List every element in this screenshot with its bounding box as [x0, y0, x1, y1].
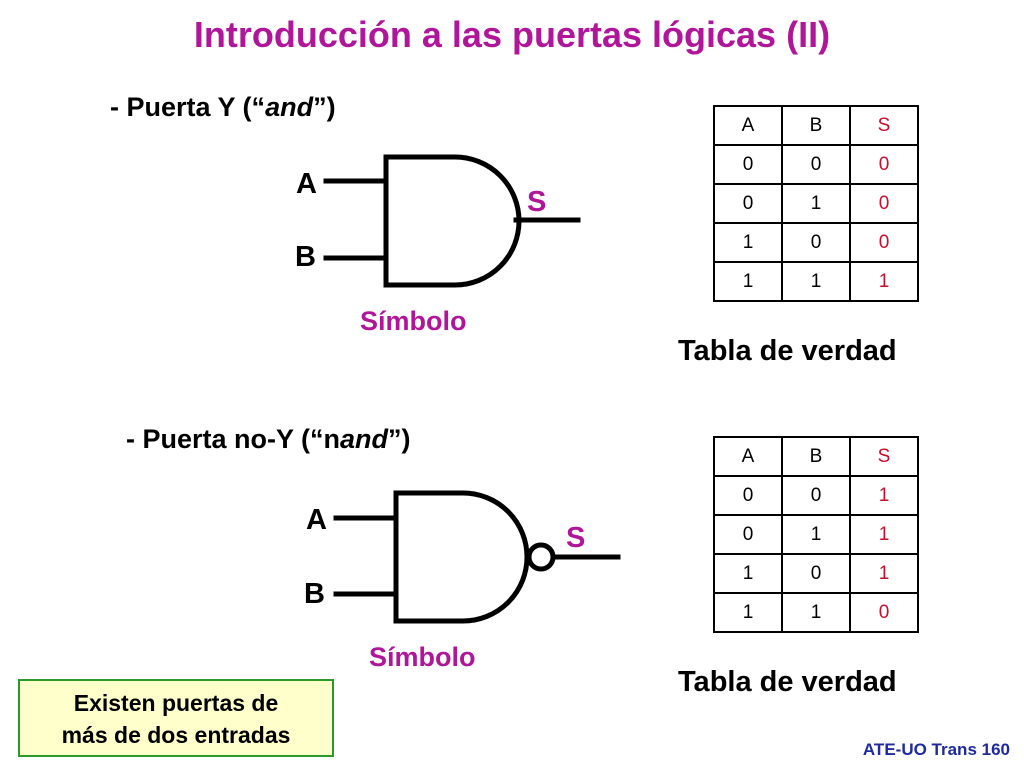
- nand-inverter-bubble: [526, 542, 556, 572]
- table-cell: 1: [713, 592, 783, 633]
- nand-truth-table-caption: Tabla de verdad: [678, 666, 897, 698]
- table-cell: 0: [781, 475, 851, 516]
- and-gate-body: [383, 154, 522, 288]
- nand-heading: - Puerta no-Y (“nand”): [126, 424, 411, 455]
- and-input-a-label: A: [296, 168, 317, 200]
- table-cell: 0: [713, 183, 783, 224]
- nand-output-label: S: [566, 522, 586, 554]
- table-cell: 1: [713, 222, 783, 263]
- table-row: 0 0 0: [713, 144, 919, 185]
- table-cell: 0: [781, 222, 851, 263]
- table-header-a: A: [713, 436, 783, 477]
- table-cell: 1: [781, 261, 851, 302]
- table-row: 0 1 1: [713, 514, 919, 555]
- and-input-b-label: B: [295, 241, 316, 273]
- and-output-label: S: [527, 186, 547, 218]
- nand-gate-body: [393, 490, 530, 624]
- table-header-a: A: [713, 105, 783, 146]
- table-cell-output: 0: [849, 592, 919, 633]
- table-cell: 0: [781, 553, 851, 594]
- nand-input-b-label: B: [304, 578, 325, 610]
- and-gate-diagram: [323, 154, 581, 288]
- table-header-row: A B S: [713, 105, 919, 146]
- and-truth-table-caption: Tabla de verdad: [678, 335, 897, 367]
- page-title: Introducción a las puertas lógicas (II): [193, 14, 831, 55]
- nand-gate-diagram: [333, 490, 621, 624]
- table-row: 1 0 1: [713, 553, 919, 594]
- nand-truth-table: A B S 0 0 1 0 1 1 1 0 1 1 1 0: [713, 436, 919, 633]
- note-box: Existen puertas de más de dos entradas: [18, 679, 334, 757]
- note-line-1: Existen puertas de: [73, 690, 279, 716]
- and-heading-prefix: - Puerta Y (“: [110, 92, 266, 122]
- table-cell: 0: [713, 144, 783, 185]
- table-cell: 0: [781, 144, 851, 185]
- and-truth-table: A B S 0 0 0 0 1 0 1 0 0 1 1 1: [713, 105, 919, 302]
- table-header-b: B: [781, 105, 851, 146]
- table-cell: 1: [781, 514, 851, 555]
- table-cell: 0: [713, 514, 783, 555]
- table-cell-output: 0: [849, 222, 919, 263]
- table-cell-output: 1: [849, 475, 919, 516]
- table-row: 0 1 0: [713, 183, 919, 224]
- table-cell: 1: [781, 183, 851, 224]
- and-symbol-caption: Símbolo: [360, 306, 467, 336]
- table-header-s: S: [849, 436, 919, 477]
- table-header-row: A B S: [713, 436, 919, 477]
- table-cell-output: 0: [849, 183, 919, 224]
- nand-heading-italic: and: [340, 424, 389, 454]
- nand-symbol-caption: Símbolo: [369, 642, 476, 672]
- and-heading-italic: and: [265, 92, 314, 122]
- and-heading-suffix: ”): [313, 92, 336, 122]
- slide-footer: ATE-UO Trans 160: [862, 740, 1010, 759]
- table-row: 1 0 0: [713, 222, 919, 263]
- table-cell: 0: [713, 475, 783, 516]
- and-heading: - Puerta Y (“and”): [110, 92, 336, 123]
- table-header-s: S: [849, 105, 919, 146]
- nand-heading-prefix: - Puerta no-Y (“n: [126, 424, 341, 454]
- table-cell-output: 1: [849, 553, 919, 594]
- table-cell: 1: [713, 553, 783, 594]
- note-line-2: más de dos entradas: [61, 722, 291, 748]
- table-cell: 1: [781, 592, 851, 633]
- table-row: 1 1 1: [713, 261, 919, 302]
- table-cell-output: 1: [849, 514, 919, 555]
- table-cell: 1: [713, 261, 783, 302]
- table-cell-output: 0: [849, 144, 919, 185]
- table-row: 0 0 1: [713, 475, 919, 516]
- nand-input-a-label: A: [306, 504, 327, 536]
- table-row: 1 1 0: [713, 592, 919, 633]
- nand-heading-suffix: ”): [388, 424, 411, 454]
- table-cell-output: 1: [849, 261, 919, 302]
- table-header-b: B: [781, 436, 851, 477]
